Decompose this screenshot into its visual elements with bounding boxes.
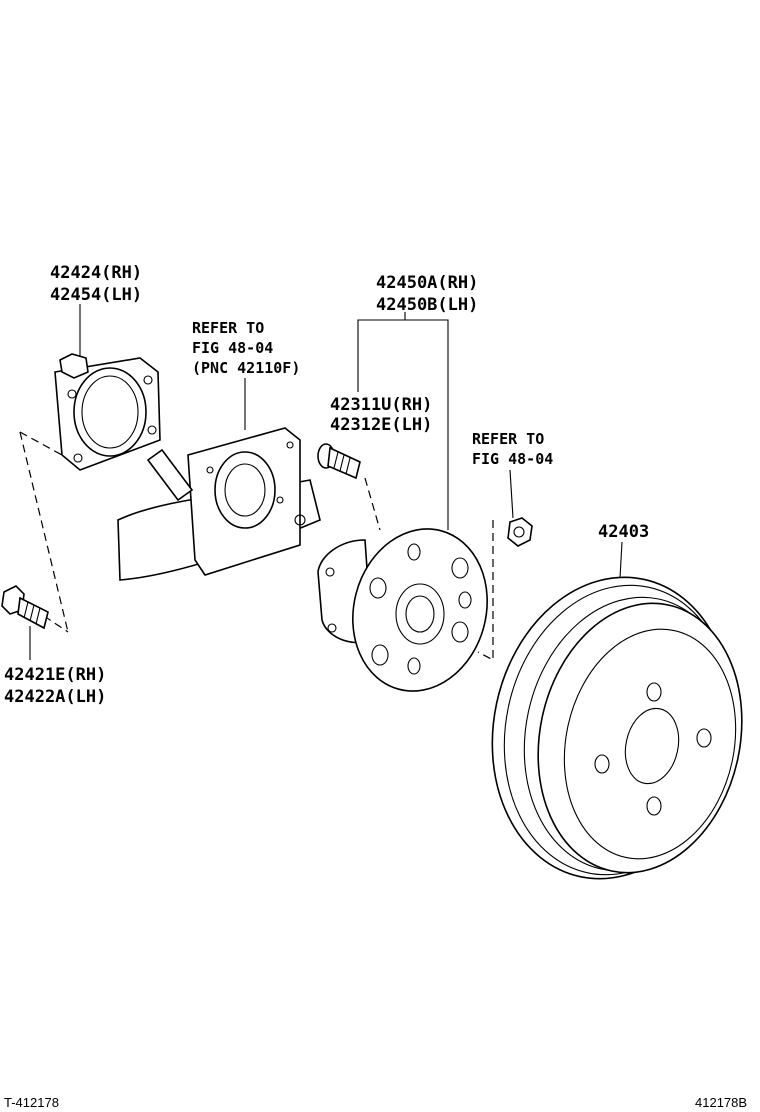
refer-note-1-line-2: FIG 48-04 xyxy=(192,339,273,357)
hub-bolt-lh-label: 42312E(LH) xyxy=(330,415,432,435)
hub-bracket-line xyxy=(357,319,449,530)
bolt-rh-label: 42421E(RH) xyxy=(4,665,106,685)
refer-note-2-line-2: FIG 48-04 xyxy=(472,450,553,468)
speed-sensor-part xyxy=(54,353,161,471)
hub-bolt-part xyxy=(317,443,361,480)
refer-note-2-line-1: REFER TO xyxy=(472,430,544,448)
flange-bolt-part xyxy=(1,585,49,630)
dash-line-bolt xyxy=(43,615,69,633)
dash-line-nut xyxy=(477,520,494,661)
footer-right-code: 412178B xyxy=(695,1095,747,1110)
refer-note-1-line-1: REFER TO xyxy=(192,319,264,337)
footer-left-code: T-412178 xyxy=(4,1095,59,1110)
drum-leader-line xyxy=(619,541,623,579)
hub-bolt-rh-label: 42311U(RH) xyxy=(330,395,432,415)
hub-lh-label: 42450B(LH) xyxy=(376,295,478,315)
hub-bearing-part xyxy=(317,528,488,692)
hub-rh-label: 42450A(RH) xyxy=(376,273,478,293)
dash-line-left xyxy=(19,431,69,633)
drum-label: 42403 xyxy=(598,522,649,542)
bolt-lh-label: 42422A(LH) xyxy=(4,687,106,707)
dash-line-top-left xyxy=(19,431,63,456)
backing-plate-part xyxy=(117,427,321,581)
sensor-lh-label: 42454(LH) xyxy=(50,285,142,305)
hub-nut-part xyxy=(507,517,533,547)
brake-drum-part xyxy=(491,576,743,880)
refer-2-leader-line xyxy=(509,469,514,519)
sensor-rh-label: 42424(RH) xyxy=(50,263,142,283)
dash-line-hub-bolt xyxy=(364,477,381,531)
refer-note-1-line-3: (PNC 42110F) xyxy=(192,359,300,377)
